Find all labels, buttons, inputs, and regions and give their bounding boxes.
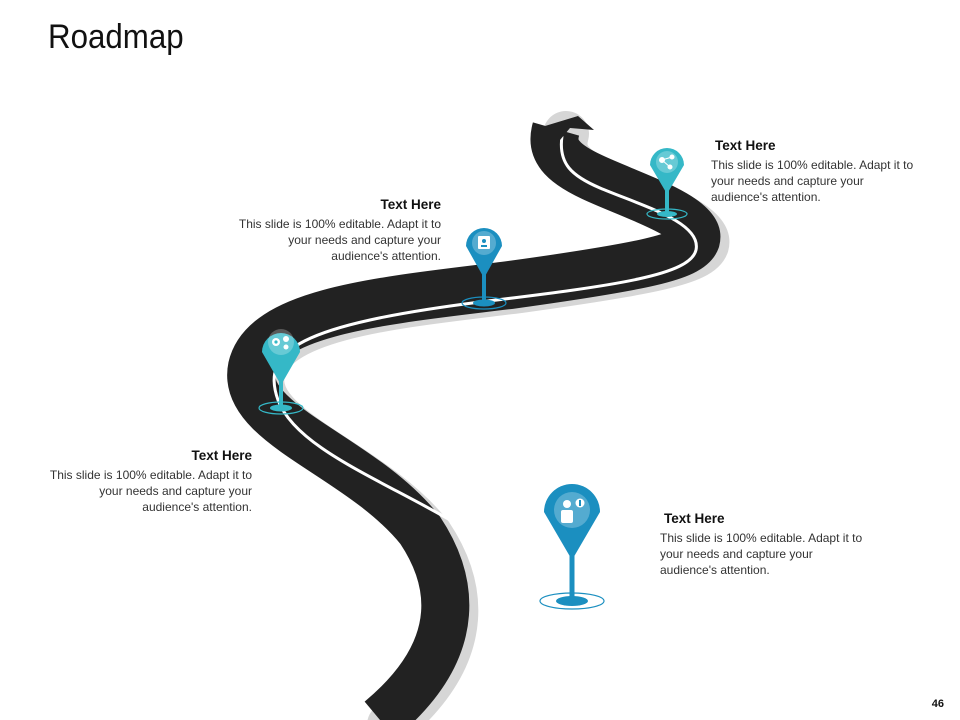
milestone-heading: Text Here bbox=[664, 511, 725, 526]
milestone-body: This slide is 100% editable. Adapt it to… bbox=[660, 531, 863, 577]
team-gears-icon bbox=[272, 336, 289, 350]
pin-3 bbox=[646, 148, 688, 220]
milestone-body: This slide is 100% editable. Adapt it to… bbox=[49, 468, 252, 514]
pin-1 bbox=[258, 329, 304, 415]
road bbox=[227, 122, 721, 720]
milestone-heading: Text Here bbox=[380, 197, 441, 212]
milestone-1-text: Text Here This slide is 100% editable. A… bbox=[42, 448, 252, 515]
milestone-body: This slide is 100% editable. Adapt it to… bbox=[238, 217, 441, 263]
businessman-money-icon bbox=[561, 498, 585, 523]
page-number: 46 bbox=[931, 698, 944, 710]
slide-title: Roadmap bbox=[48, 18, 184, 56]
milestone-body: This slide is 100% editable. Adapt it to… bbox=[711, 158, 914, 204]
pin-2 bbox=[461, 228, 507, 310]
milestone-4-text: Text Here This slide is 100% editable. A… bbox=[660, 511, 865, 578]
network-icon bbox=[659, 154, 675, 170]
milestone-2-text: Text Here This slide is 100% editable. A… bbox=[231, 197, 441, 264]
pin-4 bbox=[539, 484, 605, 610]
document-person-icon bbox=[478, 236, 490, 249]
milestone-heading: Text Here bbox=[191, 448, 252, 463]
road-lane-line bbox=[272, 135, 698, 720]
milestone-3-text: Text Here This slide is 100% editable. A… bbox=[711, 138, 916, 205]
milestone-heading: Text Here bbox=[715, 138, 776, 153]
road-arrow-head bbox=[545, 116, 594, 140]
